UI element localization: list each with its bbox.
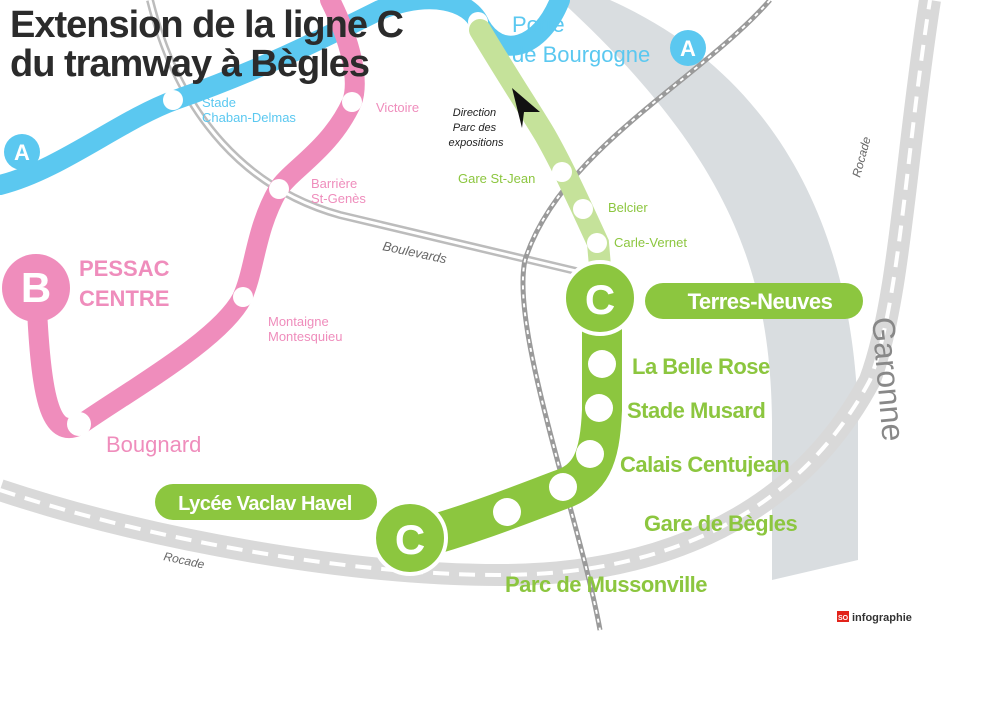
label-la-belle-rose: La Belle Rose	[632, 354, 770, 379]
direction-line-3: expositions	[448, 137, 504, 149]
credit-logo-letters: SO	[838, 615, 849, 622]
page-title: Extension de la ligne C du tramway à Bèg…	[10, 4, 404, 85]
terres-neuves-pill[interactable]	[645, 283, 863, 319]
line-c-station-stade-musard[interactable]	[585, 394, 613, 422]
line-c-terminus-south-badge[interactable]	[372, 500, 448, 576]
line-a-station-stade-chaban[interactable]	[163, 90, 183, 110]
label-gare-st-jean: Gare St-Jean	[458, 171, 535, 186]
line-a-badge-left-letter: A	[14, 140, 30, 165]
barriere-line-2: St-Genès	[311, 191, 366, 206]
pessac-line-1: PESSAC	[79, 256, 170, 281]
label-calais-centujean: Calais Centujean	[620, 452, 789, 477]
label-victoire: Victoire	[376, 100, 419, 115]
montaigne-line-2: Montesquieu	[268, 329, 342, 344]
porte-bourgogne-line-1: Porte	[512, 12, 565, 37]
credit-logo-icon	[837, 611, 849, 622]
barriere-line-1: Barrière	[311, 176, 357, 191]
line-b-terminus-letter: B	[21, 264, 51, 311]
line-c-direction-arrow	[512, 88, 540, 128]
boulevards-road	[146, 0, 581, 276]
line-b-station-barriere-st-genes[interactable]	[269, 179, 289, 199]
stade-chaban-line-2: Chaban-Delmas	[202, 110, 296, 125]
line-c-station-gare-begles[interactable]	[549, 473, 577, 501]
label-bougnard: Bougnard	[106, 432, 201, 457]
line-c-station-carle-vernet[interactable]	[587, 233, 607, 253]
railway	[520, 0, 772, 631]
line-c-existing-route	[469, 19, 613, 301]
direction-line-1: Direction	[453, 107, 496, 119]
label-garonne: Garonne	[865, 315, 912, 442]
label-stade-chaban: Stade Chaban-Delmas	[202, 95, 296, 125]
garonne-river	[560, 0, 858, 580]
label-rocade-north: Rocade	[849, 135, 873, 179]
label-porte-bourgogne: Porte de Bourgogne	[512, 12, 650, 67]
direction-label: Direction Parc des expositions	[448, 107, 504, 149]
pessac-line-2: CENTRE	[79, 286, 169, 311]
vaclav-havel-label: Lycée Vaclav Havel	[178, 493, 352, 515]
stade-chaban-line-1: Stade	[202, 95, 236, 110]
label-barriere-st-genes: Barrière St-Genès	[311, 176, 366, 206]
line-c-station-belcier[interactable]	[573, 199, 593, 219]
line-b-station-victoire[interactable]	[342, 92, 362, 112]
line-c-station-calais-centujean[interactable]	[576, 440, 604, 468]
credit-text: infographie	[852, 612, 912, 624]
porte-bourgogne-line-2: de Bourgogne	[512, 42, 650, 67]
line-c-terminus-north-letter: C	[585, 276, 615, 323]
line-c-terminus-north-badge[interactable]	[562, 260, 638, 336]
line-c-station-parc-mussonville[interactable]	[493, 498, 521, 526]
label-gare-begles: Gare de Bègles	[644, 511, 797, 536]
label-carle-vernet: Carle-Vernet	[614, 235, 687, 250]
label-montaigne: Montaigne Montesquieu	[268, 314, 342, 344]
montaigne-line-1: Montaigne	[268, 314, 329, 329]
line-c-station-gare-st-jean[interactable]	[552, 162, 572, 182]
title-line-2: du tramway à Bègles	[10, 43, 370, 85]
label-stade-musard: Stade Musard	[627, 398, 765, 423]
label-pessac-centre: PESSAC CENTRE	[79, 256, 176, 311]
line-c-station-la-belle-rose[interactable]	[588, 350, 616, 378]
label-parc-mussonville: Parc de Mussonville	[505, 572, 707, 597]
line-a-badge-right[interactable]	[670, 30, 706, 66]
line-b-station-bougnard[interactable]	[67, 412, 91, 436]
label-belcier: Belcier	[608, 200, 648, 215]
title-line-1: Extension de la ligne C	[10, 4, 404, 46]
terres-neuves-label: Terres-Neuves	[688, 289, 833, 314]
line-a-badge-left[interactable]	[4, 134, 40, 170]
vaclav-havel-pill[interactable]	[155, 484, 377, 520]
line-b-terminus-badge[interactable]	[2, 254, 70, 322]
line-c-terminus-south-letter: C	[395, 516, 425, 563]
rocade-highway	[0, 0, 941, 587]
direction-line-2: Parc des	[453, 122, 497, 134]
line-b-station-montaigne[interactable]	[233, 287, 253, 307]
line-a-badge-right-letter: A	[680, 36, 696, 61]
